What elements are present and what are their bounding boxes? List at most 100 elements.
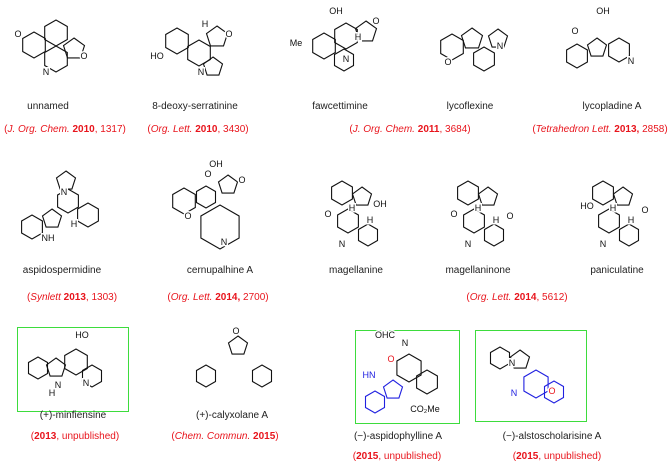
compound-name: magellaninone [445,265,511,276]
atom-label: N [497,41,504,51]
compound-name: magellanine [329,265,383,276]
atom-label: O [232,326,239,336]
compound-name: (+)-calyxolane A [196,410,268,421]
six-membered-ring [473,46,495,72]
six-membered-ring [187,39,211,67]
atom-label: O [548,386,555,396]
reference-journal: J. Org. Chem. [352,124,415,135]
compound-name: paniculatine [590,265,644,276]
five-membered-ring [487,28,509,48]
six-membered-ring [44,19,68,47]
structure-aspidospermidine: N NH H [21,170,99,245]
six-membered-ring [251,364,273,388]
reference-pages: , 3684 [439,124,468,135]
five-membered-ring [354,20,378,42]
atom-label: N [628,56,635,66]
six-membered-ring [608,37,630,63]
atom-label: N [509,358,516,368]
six-membered-ring [566,43,588,69]
reference-journal: Org. Lett. [150,124,193,135]
six-membered-ring [81,364,103,388]
five-membered-ring [62,37,86,59]
compound-name: lycoflexine [446,101,494,112]
five-membered-ring [586,37,608,57]
six-membered-ring [396,353,422,383]
six-membered-ring [618,223,640,247]
reference-pages: 2858 [639,124,665,135]
reference-year: 2013 [34,431,57,442]
atom-label: N [511,388,518,398]
atom-label: O [14,29,21,39]
six-membered-ring [416,369,438,395]
five-membered-ring [612,186,634,206]
literature-reference: 2013, unpublished [31,431,119,442]
six-membered-ring [195,364,217,388]
reference-journal: Synlett [30,292,61,303]
atom-label: H [202,19,209,29]
six-membered-ring [592,180,614,206]
atom-label: O [571,26,578,36]
atom-label: H [355,32,362,42]
atom-label: H [367,215,374,225]
atom-label: O [387,354,394,364]
five-membered-ring [227,335,249,355]
reference-pages: , unpublished [538,451,598,462]
reference-pages: , unpublished [56,431,116,442]
reference-pages: , 1317 [94,124,123,135]
six-membered-ring [337,208,359,234]
five-membered-ring [351,186,373,206]
atom-label: N [198,67,205,77]
atom-label: O [324,209,331,219]
six-membered-ring [64,348,88,376]
atom-label: H [610,203,617,213]
six-membered-ring [357,223,379,247]
reference-year: 2010 [195,124,218,135]
highlight-box-minfiensine [17,327,129,412]
reference-year: 2014, [215,292,241,303]
reference-year: 2011 [417,124,440,135]
atom-label: N [221,237,228,247]
literature-reference: 2015, unpublished [353,451,441,462]
reference-pages: , unpublished [378,451,438,462]
reference-pages: , 3430 [217,124,246,135]
atom-label: OH [373,199,387,209]
atom-label: OH [329,6,343,16]
literature-reference: Org. Lett. 2010, 3430 [147,124,248,135]
reference-pages: , 5612 [536,292,565,303]
compound-name: (+)-minfiensine [39,410,107,421]
six-membered-ring [195,185,217,209]
atom-label: H [628,215,635,225]
six-membered-ring [598,208,620,234]
atom-label: N [43,67,50,77]
atom-label: N [600,239,607,249]
five-membered-ring [205,25,229,47]
highlight-box-alstoscholarisine [475,330,587,422]
six-membered-ring [333,48,355,72]
reference-pages: 2700 [240,292,266,303]
atom-label: N [402,338,409,348]
atom-label: H [71,219,78,229]
compound-name: 8-deoxy-serratinine [152,101,238,112]
atom-label: NH [42,233,55,243]
reference-journal: Org. Lett. [170,292,213,303]
literature-reference: Synlett 2013, 1303 [27,292,117,303]
atom-label: O [641,205,648,215]
six-membered-ring [331,180,353,206]
atom-label: CO₂Me [410,404,440,414]
five-membered-ring [55,170,77,190]
compound-name: (−)-aspidophylline A [353,431,443,442]
atom-label: O [80,51,87,61]
atom-label: N [61,187,68,197]
literature-reference: 2015, unpublished [513,451,601,462]
literature-reference: Org. Lett. 2014, 2700 [167,292,268,303]
atom-label: H [493,215,500,225]
six-membered-ring [200,204,240,250]
six-membered-ring [312,32,336,60]
atom-label: O [204,169,211,179]
